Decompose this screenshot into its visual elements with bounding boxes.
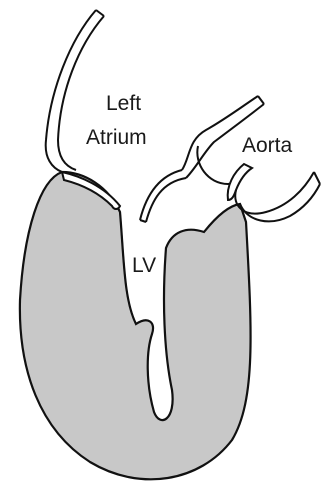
left-atrium-label-line2: Atrium <box>86 126 147 149</box>
aortic-root-tip <box>140 220 146 222</box>
left-atrium-label-line1: Left <box>106 92 141 115</box>
aorta-left-branch <box>182 96 258 170</box>
aorta-label: Aorta <box>242 134 293 157</box>
aorta-right-branch-inner <box>240 184 320 221</box>
aorta-right-cap <box>314 172 320 184</box>
aortic-valve <box>228 164 252 200</box>
lv-label: LV <box>132 254 156 277</box>
ventricle-wall <box>20 172 251 479</box>
aortic-root-wall <box>140 170 182 220</box>
atrium-tube-cap <box>96 10 104 16</box>
aorta-left-cap <box>258 96 264 104</box>
aortic-root-wall-inner <box>146 178 186 222</box>
